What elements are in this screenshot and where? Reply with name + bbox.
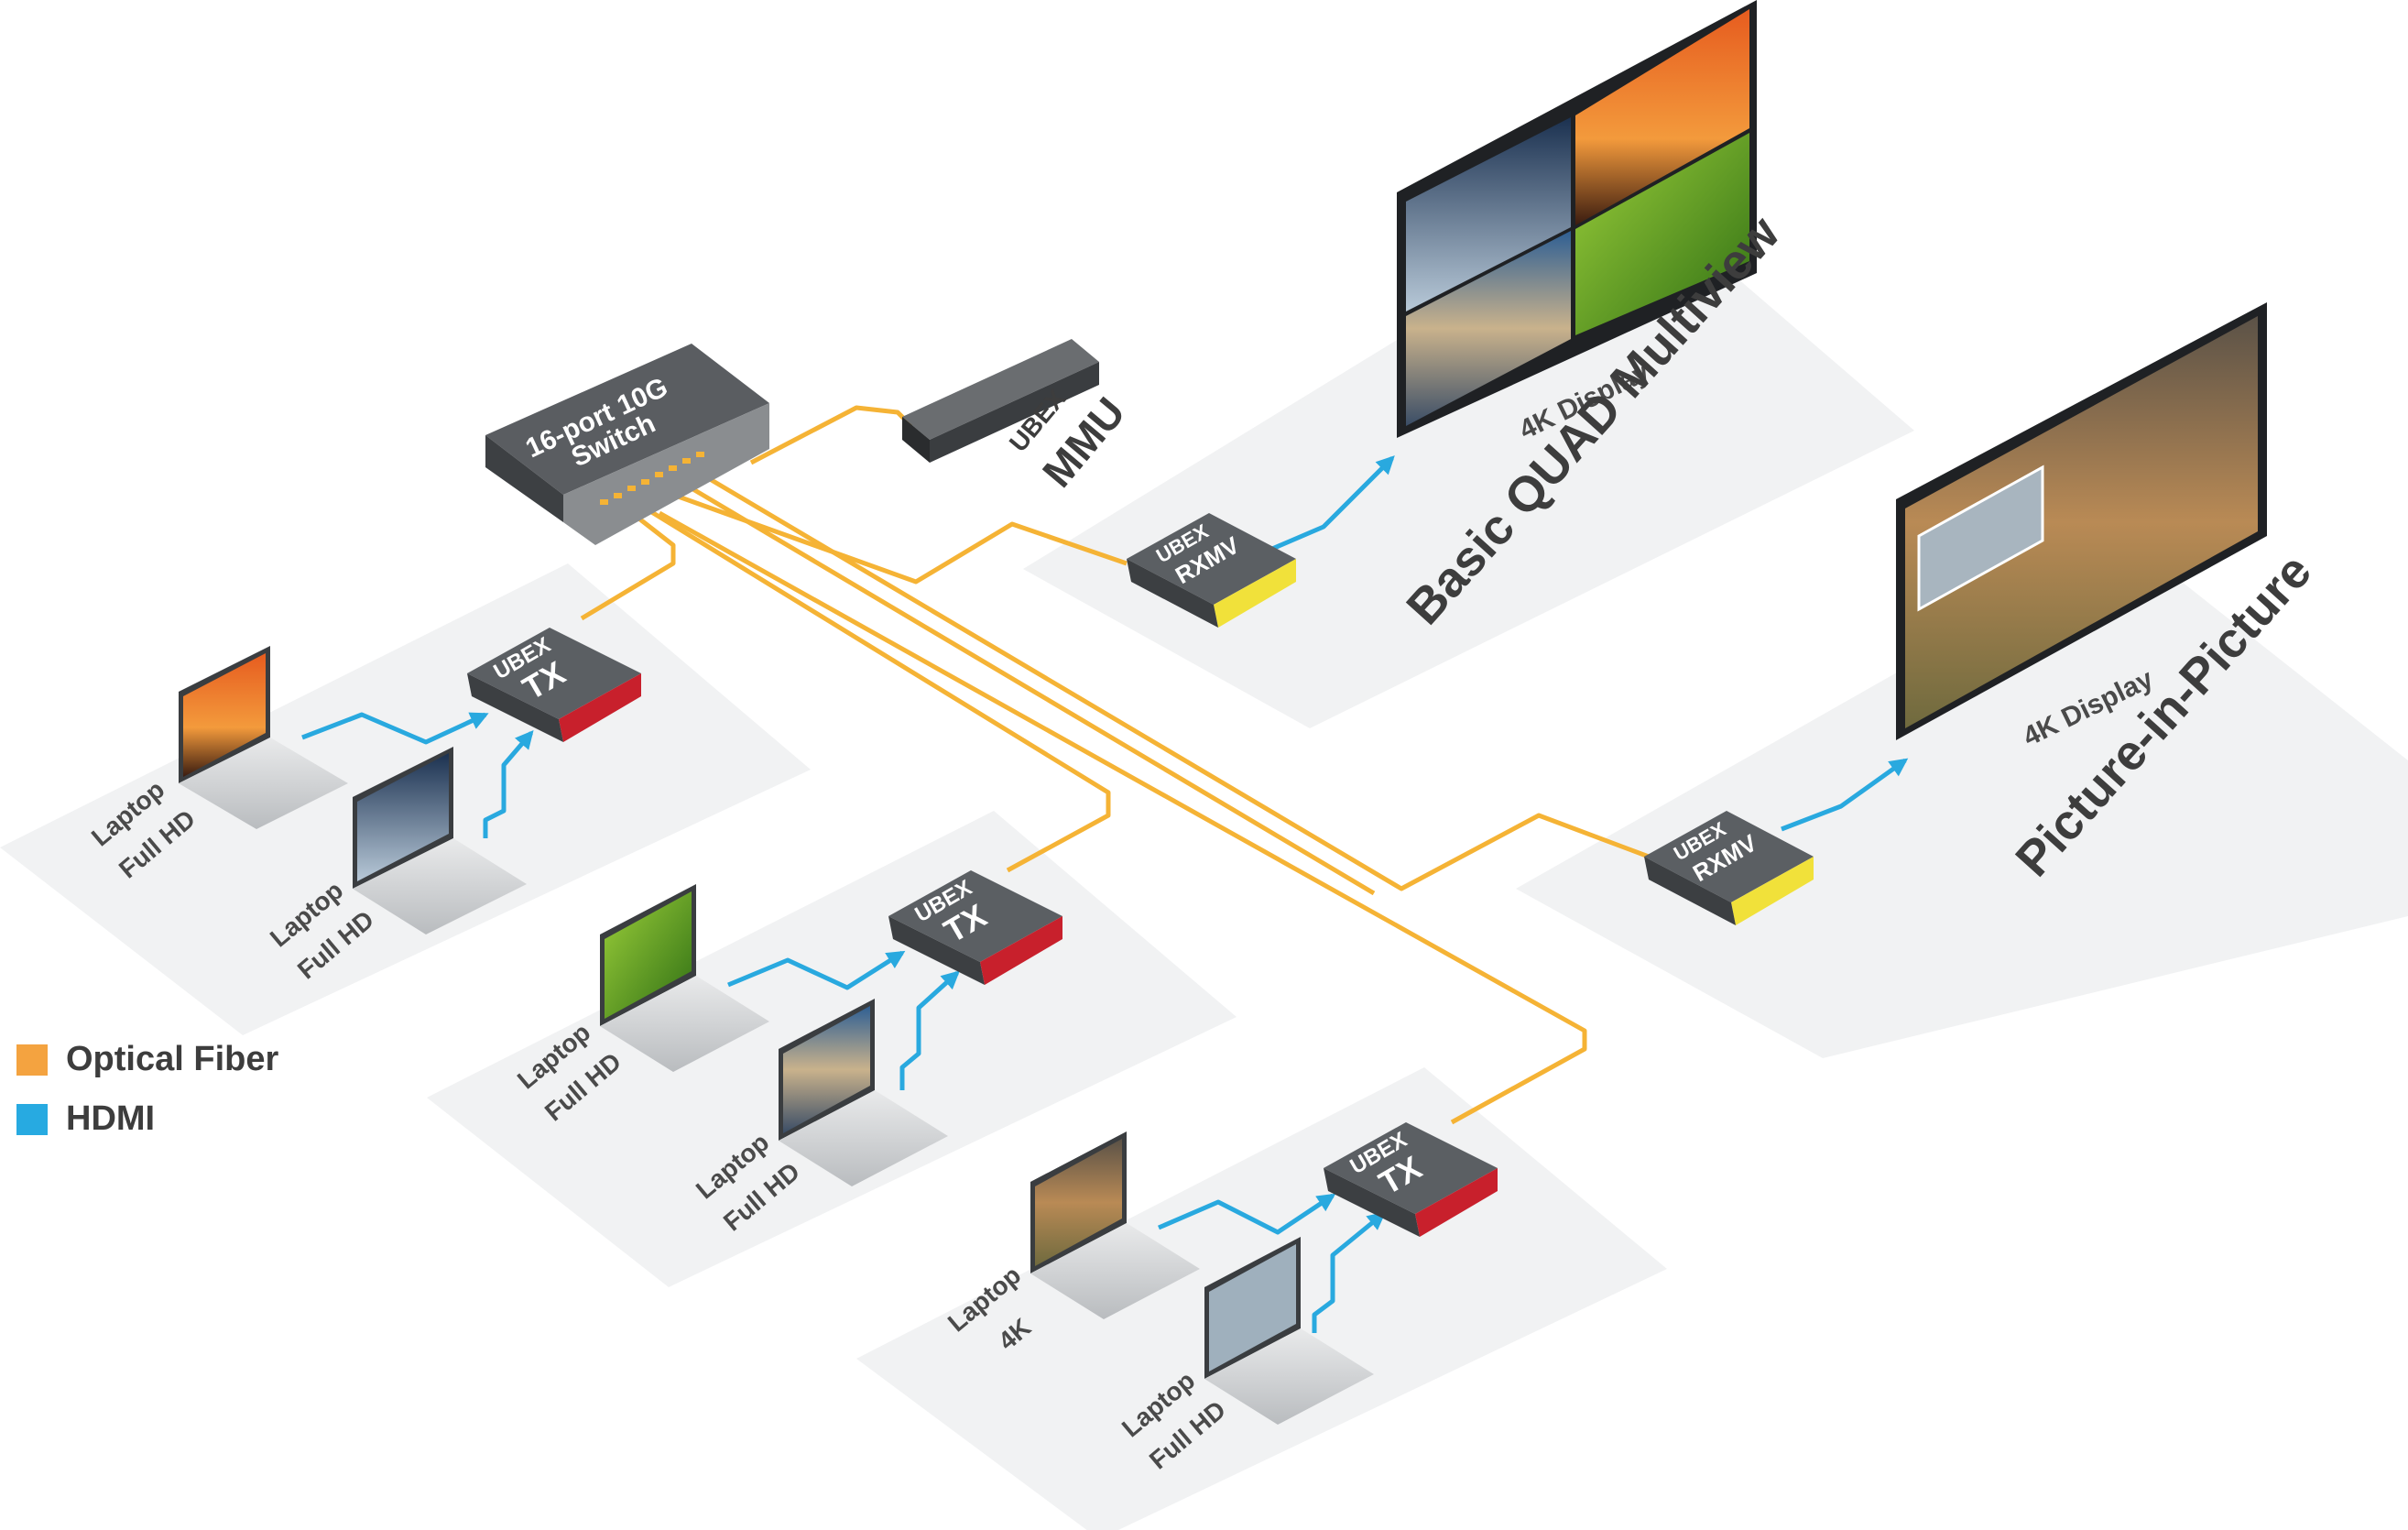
fiber-tx1 [580,511,676,621]
laptop-5-screen [1035,1139,1122,1266]
legend-item-fiber: Optical Fiber [16,1040,278,1079]
hdmi-tx1-b [483,729,534,838]
hdmi-tx2-a [727,950,906,990]
pip-inset-picture [1917,464,2044,612]
platform-pip [1516,541,2408,1058]
hdmi-tx3-b [1312,1211,1387,1333]
hdmi-rx2 [1781,758,1909,832]
fiber-extra [685,483,1376,896]
laptop-1-screen [183,653,266,777]
legend-swatch-hdmi [16,1103,48,1135]
fiber-rx1 [672,492,1128,585]
fiber-mmu [749,405,913,465]
fiber-rx2 [703,474,1650,891]
laptop-6-screen [1209,1244,1296,1372]
fiber-links [580,405,1650,1125]
tx-unit-1: UBEX TX [467,628,641,742]
quad-pane-tl [1406,117,1571,311]
quad-pane-tr [1575,9,1749,225]
pip-main-picture [1905,316,2258,728]
legend-label-fiber: Optical Fiber [66,1040,279,1078]
legend-item-hdmi: HDMI [16,1099,278,1139]
fiber-tx2 [644,506,1111,873]
legend: Optical Fiber HDMI [16,1040,278,1159]
fiber-tx3 [658,510,1587,1125]
laptop-2-screen [357,753,449,881]
laptop-3-screen [605,891,692,1019]
legend-swatch-fiber [16,1044,48,1076]
hdmi-tx2-b [899,970,960,1090]
quad-pane-bl [1406,231,1571,426]
rx-unit-1: UBEX RXMV [1127,513,1296,628]
mmu-unit: UBEX MMU [902,339,1134,496]
hdmi-tx1-a [301,712,489,745]
hdmi-tx3-a [1158,1193,1336,1235]
tx-unit-2: UBEX TX [888,870,1062,985]
rx-unit-2: UBEX RXMV [1644,811,1814,925]
hdmi-links [301,455,1909,1333]
legend-label-hdmi: HDMI [66,1099,156,1138]
laptop-4-screen [783,1006,870,1133]
quad-pane-br [1575,133,1749,335]
hdmi-rx1 [1258,455,1395,557]
tx-unit-3: UBEX TX [1324,1122,1498,1237]
